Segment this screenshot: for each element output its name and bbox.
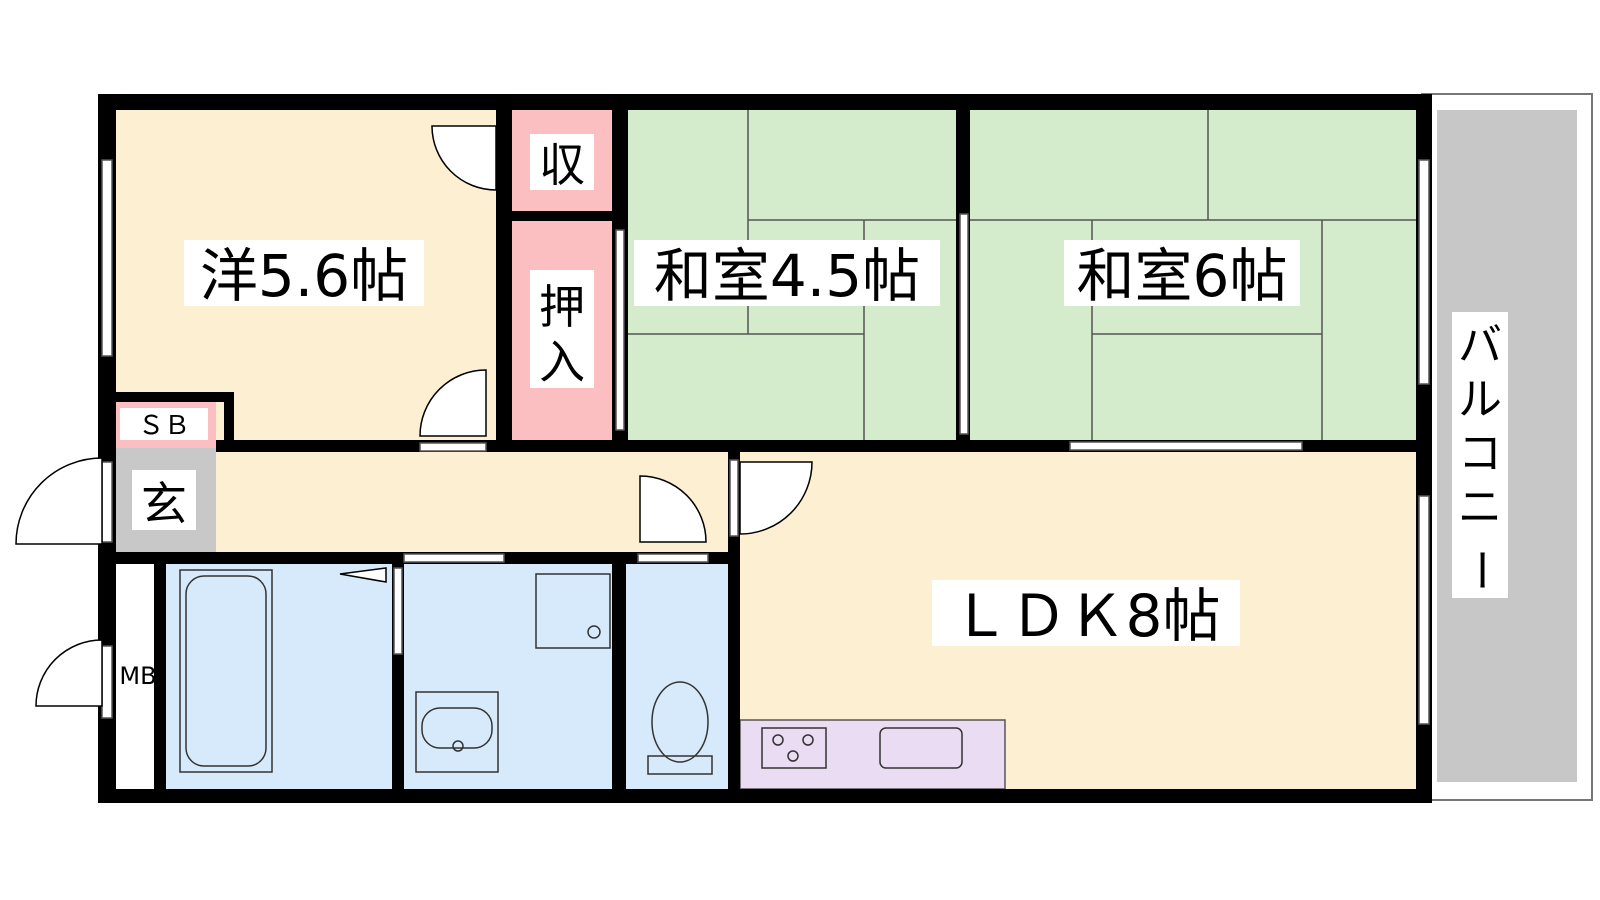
fixtures bbox=[179, 569, 963, 775]
label-backgrounds bbox=[120, 134, 1508, 646]
western-room-door-top bbox=[431, 125, 497, 191]
balcony-char: ー bbox=[1455, 548, 1506, 592]
bath-door-marker bbox=[339, 567, 387, 583]
closet-label-bottom: 入 bbox=[539, 335, 585, 389]
ldk-label: ＬＤＫ8帖 bbox=[952, 582, 1221, 650]
toilet-bowl bbox=[651, 681, 709, 763]
entrance-label: 玄 bbox=[141, 477, 187, 531]
toilet-tank bbox=[647, 755, 713, 775]
storage-label: 収 bbox=[539, 138, 585, 192]
washing-machine bbox=[535, 573, 611, 649]
balcony-char: ニ bbox=[1458, 482, 1502, 533]
meter-box-door bbox=[35, 639, 103, 707]
entrance-door bbox=[15, 457, 103, 545]
washitsu-large-label: 和室6帖 bbox=[1077, 242, 1288, 310]
washbasin bbox=[415, 691, 499, 773]
kitchen-sink bbox=[879, 727, 963, 769]
western-room-door-bottom bbox=[419, 369, 487, 437]
balcony-char: バ bbox=[1458, 320, 1502, 371]
washitsu-small-label: 和室4.5帖 bbox=[654, 242, 920, 310]
meter-box-label: MB bbox=[119, 662, 156, 690]
toilet-floor bbox=[620, 562, 728, 789]
openings bbox=[101, 159, 1430, 725]
door-swings bbox=[15, 125, 813, 707]
closet-label-top: 押 bbox=[539, 280, 585, 334]
washroom-floor bbox=[400, 562, 620, 789]
ldk-door bbox=[739, 461, 813, 535]
balcony-label: バ ル コ ニ ー bbox=[1455, 320, 1506, 592]
balcony-char: ル bbox=[1458, 374, 1502, 425]
shoe-box-label: ＳＢ bbox=[138, 411, 190, 441]
stove bbox=[761, 727, 827, 769]
balcony-char: コ bbox=[1458, 428, 1502, 479]
western-room-label: 洋5.6帖 bbox=[200, 242, 408, 310]
hallway-door bbox=[639, 475, 707, 543]
kitchen-counter bbox=[739, 719, 1006, 790]
